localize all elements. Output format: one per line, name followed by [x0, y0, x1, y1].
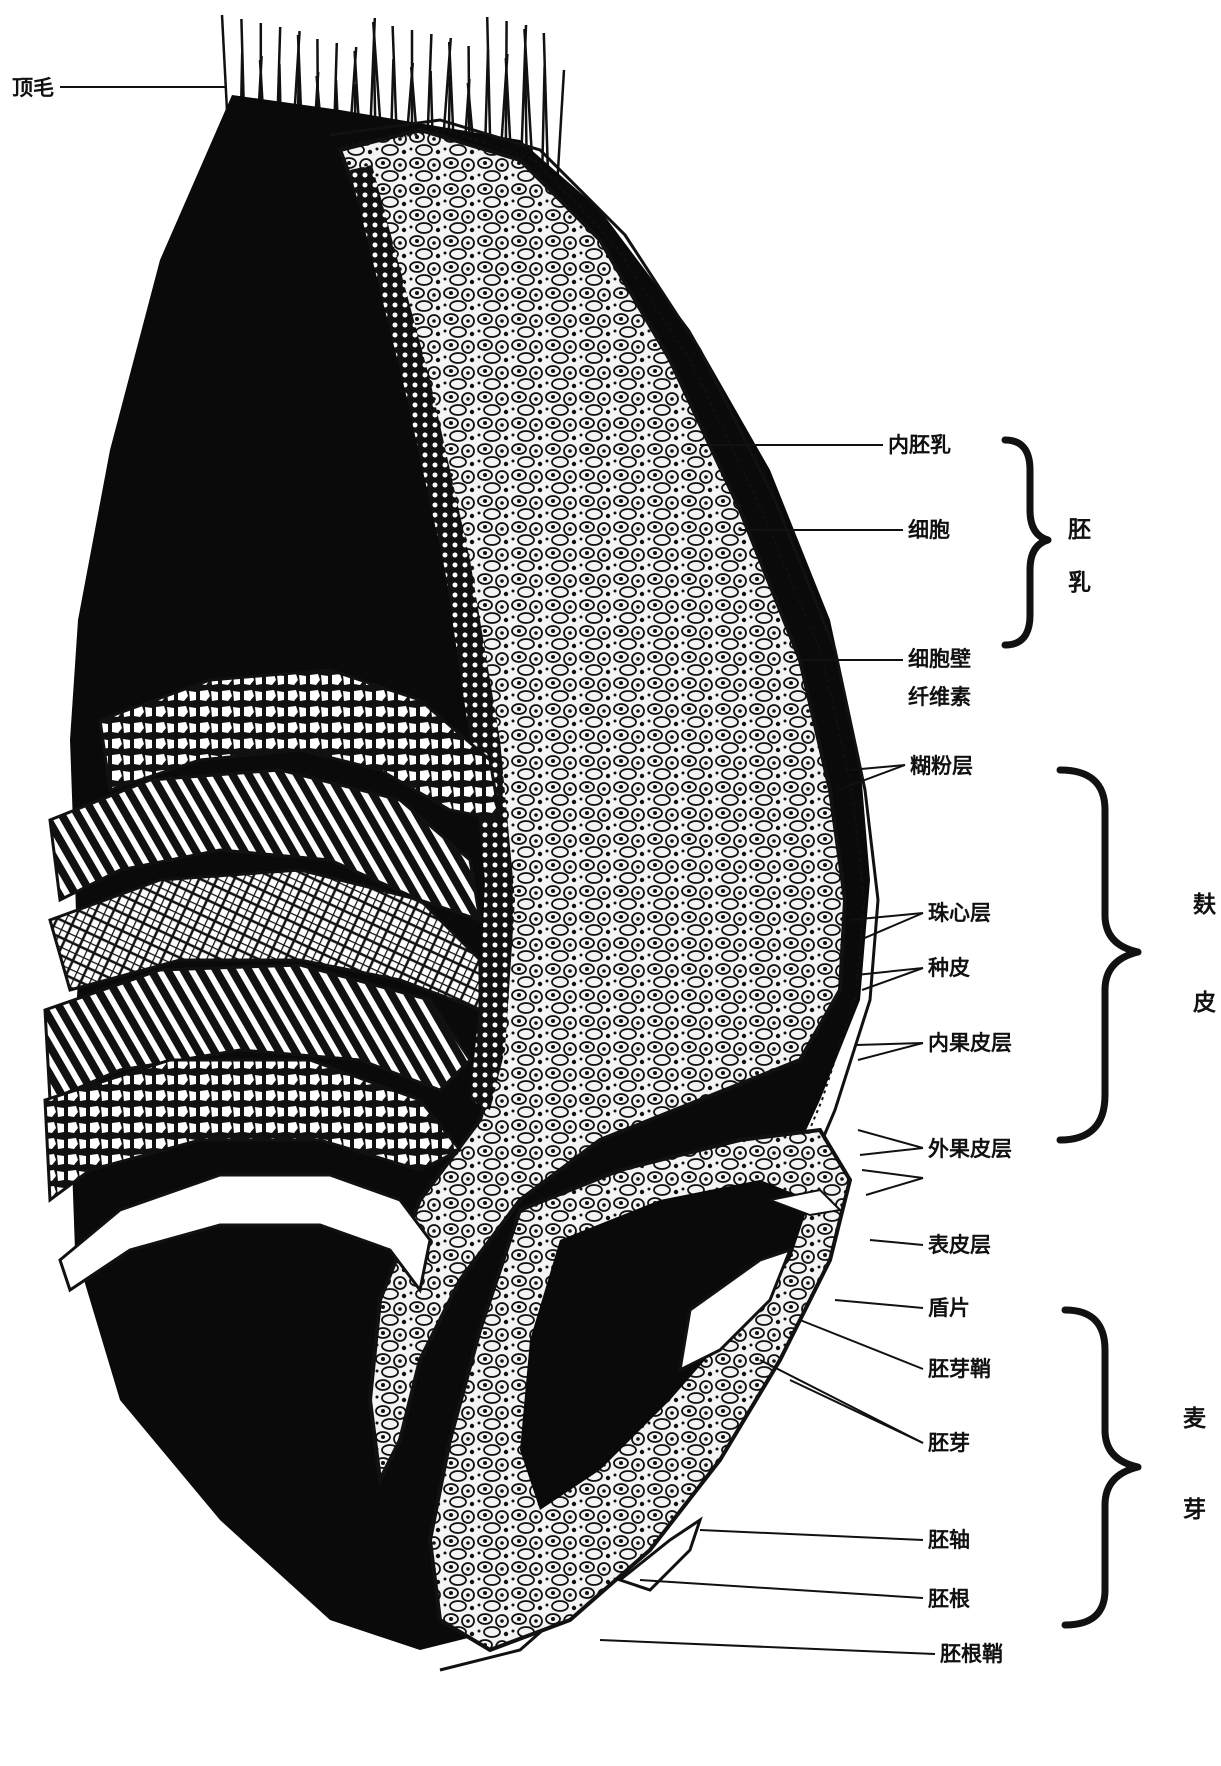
- label-inner-pericarp: 内果皮层: [928, 1031, 1012, 1055]
- label-aleurone-layer: 糊粉层: [910, 754, 973, 778]
- leader-line: [862, 1170, 923, 1178]
- group-bran-char-1: 麸: [1192, 892, 1217, 918]
- group-bran-char-2: 皮: [1193, 990, 1216, 1016]
- leader-line: [860, 1148, 923, 1155]
- label-cellulose: 纤维素: [908, 685, 971, 709]
- label-plumule: 胚芽: [928, 1431, 970, 1455]
- label-inner-endosperm: 内胚乳: [888, 433, 951, 457]
- brace-bran: [1060, 770, 1138, 1140]
- leader-line: [835, 1300, 923, 1308]
- group-germ-char-2: 芽: [1183, 1497, 1206, 1523]
- label-top-hair: 顶毛: [12, 76, 54, 100]
- label-seed-coat: 种皮: [927, 956, 970, 980]
- leader-line: [866, 1178, 923, 1195]
- label-outer-pericarp: 外果皮层: [928, 1137, 1012, 1161]
- label-coleoptile: 胚芽鞘: [928, 1357, 991, 1381]
- leader-line: [700, 1530, 923, 1540]
- leader-line: [640, 1580, 923, 1598]
- leader-line: [600, 1640, 935, 1654]
- leader-line: [790, 1380, 923, 1443]
- label-cell-wall: 细胞壁: [908, 647, 971, 671]
- label-embryo-axis: 胚轴: [928, 1528, 970, 1552]
- group-endosperm-char-2: 乳: [1068, 569, 1091, 596]
- label-scutellum: 盾片: [928, 1296, 970, 1320]
- brace-germ: [1065, 1310, 1138, 1625]
- label-nucellar-layer: 珠心层: [928, 901, 991, 925]
- leader-line: [800, 1320, 923, 1369]
- group-endosperm-char-1: 胚: [1068, 517, 1091, 543]
- label-radicle: 胚根: [928, 1587, 970, 1611]
- leader-line: [870, 1240, 923, 1245]
- label-coleorhiza: 胚根鞘: [940, 1642, 1003, 1666]
- leader-line: [860, 913, 923, 940]
- leader-line: [858, 1130, 923, 1148]
- group-germ-char-1: 麦: [1183, 1406, 1207, 1432]
- label-cell: 细胞: [908, 518, 950, 542]
- label-epidermis: 表皮层: [928, 1233, 991, 1257]
- brace-endosperm: [1005, 440, 1048, 645]
